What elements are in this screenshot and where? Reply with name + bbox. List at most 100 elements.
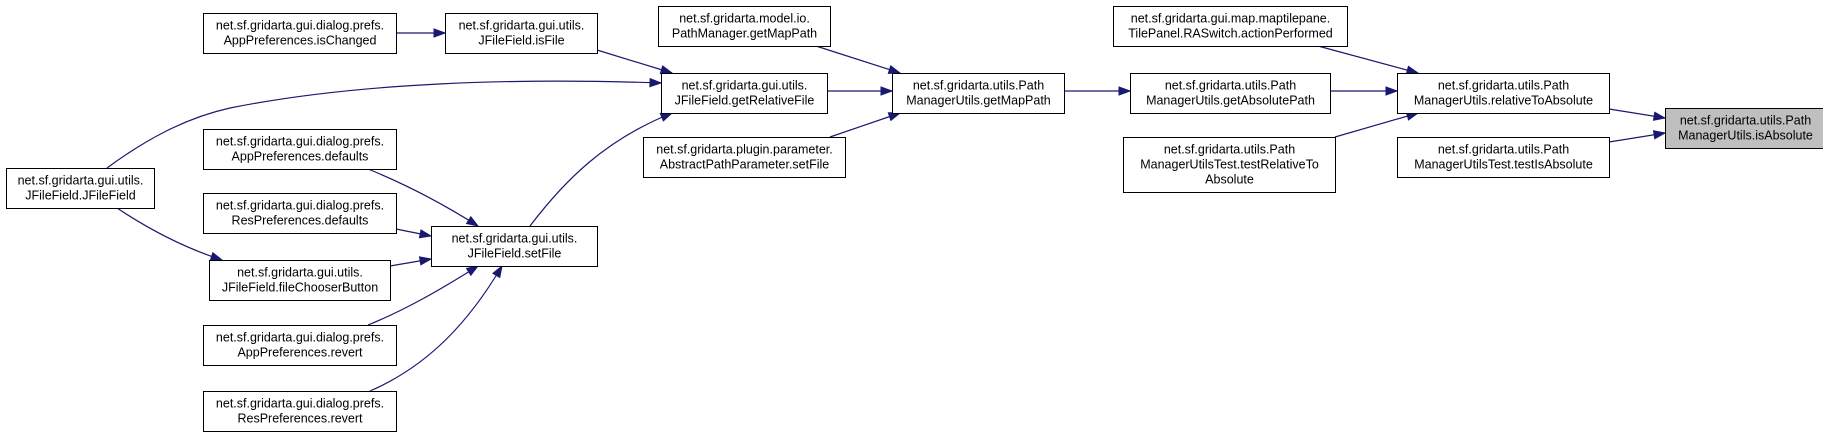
edge-appRevert-to-setFile [367, 265, 480, 326]
node-box [209, 260, 391, 301]
edge-arrowhead [659, 112, 674, 122]
nodes-layer: net.sf.gridarta.utils.PathManagerUtils.i… [6, 6, 1823, 432]
node-label-line: net.sf.gridarta.gui.utils. [237, 266, 363, 280]
edge-arrowhead [1405, 65, 1420, 75]
edge-arrowhead [433, 28, 447, 38]
node-label-line: ManagerUtils.isAbsolute [1678, 129, 1813, 143]
node-box [431, 226, 598, 267]
edge-testIsAbsolute-to-isAbsolute [1608, 130, 1667, 143]
edge-arrowhead [492, 264, 503, 279]
edge-line [106, 80, 662, 169]
node-box [203, 129, 397, 170]
node-label-line: ManagerUtils.relativeToAbsolute [1414, 94, 1593, 108]
node-box [203, 325, 397, 366]
node-label-line: net.sf.gridarta.utils.Path [1438, 79, 1569, 93]
node-pathmanagerutils-getmappath[interactable]: net.sf.gridarta.utils.PathManagerUtils.g… [892, 73, 1065, 114]
node-apppreferences-ischanged[interactable]: net.sf.gridarta.gui.dialog.prefs.AppPref… [203, 13, 397, 54]
edge-arrowhead [880, 86, 894, 96]
edge-line [1334, 112, 1419, 138]
edge-arrowhead [887, 64, 902, 74]
node-box [6, 168, 155, 209]
edge-isFile-to-getRelativeFile [596, 49, 674, 75]
node-pathmanagerutils-relativetoabsolute[interactable]: net.sf.gridarta.utils.PathManagerUtils.r… [1397, 73, 1610, 114]
edge-line [116, 207, 223, 261]
edges-layer [106, 28, 1667, 392]
edge-resRevert-to-setFile [369, 264, 503, 392]
node-box [1665, 108, 1823, 149]
node-label-line: net.sf.gridarta.gui.utils. [18, 174, 144, 188]
edge-isChanged-to-isFile [396, 28, 447, 38]
edge-line [815, 45, 901, 74]
node-box [661, 73, 828, 114]
node-label-line: net.sf.gridarta.gui.utils. [459, 19, 585, 33]
edge-arrowhead [418, 256, 433, 266]
node-label-line: net.sf.gridarta.utils.Path [1165, 79, 1296, 93]
node-label-line: AppPreferences.isChanged [224, 34, 377, 48]
edge-getRelativeFile-to-getMapPath [827, 86, 894, 96]
node-label-line: JFileField.JFileField [25, 189, 135, 203]
node-box [1123, 137, 1336, 193]
node-label-line: Absolute [1205, 173, 1254, 187]
edge-resDefaults-to-setFile [395, 228, 433, 239]
node-label-line: net.sf.gridarta.gui.dialog.prefs. [216, 199, 384, 213]
node-label-line: JFileField.fileChooserButton [222, 281, 378, 295]
node-box [1130, 73, 1331, 114]
edge-arrowhead [649, 77, 663, 88]
edge-line [367, 265, 479, 326]
node-label-line: PathManager.getMapPath [672, 27, 817, 41]
node-jfilefield-filechooserbutton[interactable]: net.sf.gridarta.gui.utils.JFileField.fil… [209, 260, 391, 301]
edge-setFileParam-to-getMapPath [829, 112, 902, 138]
edge-getAbsolutePath-to-relativeToAbsolute [1330, 86, 1399, 96]
node-pathmanagerutils-getabsolutepath[interactable]: net.sf.gridarta.utils.PathManagerUtils.g… [1130, 73, 1331, 114]
edge-arrowhead [418, 229, 433, 239]
node-apppreferences-defaults[interactable]: net.sf.gridarta.gui.dialog.prefs.AppPref… [203, 129, 397, 170]
edge-appDefaults-to-setFile [367, 168, 480, 227]
edge-line [369, 265, 503, 392]
node-label-line: TilePanel.RASwitch.actionPerformed [1128, 27, 1333, 41]
node-abstractpathparameter-setfile[interactable]: net.sf.gridarta.plugin.parameter.Abstrac… [643, 137, 846, 178]
edge-line [1317, 45, 1419, 74]
node-label-line: net.sf.gridarta.utils.Path [1438, 143, 1569, 157]
node-respreferences-defaults[interactable]: net.sf.gridarta.gui.dialog.prefs.ResPref… [203, 193, 397, 234]
node-jfilefield-getrelativefile[interactable]: net.sf.gridarta.gui.utils.JFileField.get… [661, 73, 828, 114]
node-box [445, 13, 598, 54]
node-label-line: ManagerUtilsTest.testRelativeTo [1140, 158, 1319, 172]
edge-arrowhead [1652, 111, 1667, 121]
edge-jFileField-to-getRelativeFile [106, 77, 663, 169]
node-label-line: net.sf.gridarta.gui.map.maptilepane. [1131, 12, 1330, 26]
node-box [1397, 73, 1610, 114]
node-label-line: ManagerUtils.getAbsolutePath [1146, 94, 1315, 108]
node-pathmanager-getmappath[interactable]: net.sf.gridarta.model.io.PathManager.get… [658, 6, 831, 47]
edge-arrowhead [209, 251, 224, 261]
node-label-line: ManagerUtilsTest.testIsAbsolute [1414, 158, 1593, 172]
node-pathmanagerutils-isabsolute[interactable]: net.sf.gridarta.utils.PathManagerUtils.i… [1665, 108, 1823, 149]
node-box [1113, 6, 1348, 47]
node-label-line: net.sf.gridarta.utils.Path [1680, 114, 1811, 128]
edge-fileChooserButton-to-setFile [389, 256, 433, 267]
node-label-line: ResPreferences.revert [237, 412, 363, 426]
node-label-line: net.sf.gridarta.model.io. [679, 12, 810, 26]
node-jfilefield-jfilefield[interactable]: net.sf.gridarta.gui.utils.JFileField.JFi… [6, 168, 155, 209]
node-jfilefield-setfile[interactable]: net.sf.gridarta.gui.utils.JFileField.set… [431, 226, 598, 267]
node-box [892, 73, 1065, 114]
node-label-line: net.sf.gridarta.gui.dialog.prefs. [216, 135, 384, 149]
node-label-line: AppPreferences.defaults [232, 150, 369, 164]
node-box [203, 13, 397, 54]
node-jfilefield-isfile[interactable]: net.sf.gridarta.gui.utils.JFileField.isF… [445, 13, 598, 54]
node-label-line: net.sf.gridarta.utils.Path [913, 79, 1044, 93]
node-pathmanagerutilstest-testrelativetoabsolute[interactable]: net.sf.gridarta.utils.PathManagerUtilsTe… [1123, 137, 1336, 193]
node-respreferences-revert[interactable]: net.sf.gridarta.gui.dialog.prefs.ResPref… [203, 391, 397, 432]
node-label-line: net.sf.gridarta.gui.dialog.prefs. [216, 397, 384, 411]
edge-jFileField-to-fileChooserButton [116, 207, 224, 261]
node-label-line: net.sf.gridarta.gui.utils. [682, 79, 808, 93]
node-box [203, 193, 397, 234]
edge-arrowhead [1652, 130, 1667, 140]
node-label-line: net.sf.gridarta.utils.Path [1164, 143, 1295, 157]
edge-arrowhead [465, 215, 480, 227]
node-apppreferences-revert[interactable]: net.sf.gridarta.gui.dialog.prefs.AppPref… [203, 325, 397, 366]
node-pathmanagerutilstest-testisabsolute[interactable]: net.sf.gridarta.utils.PathManagerUtilsTe… [1397, 137, 1610, 178]
node-tilepanel-raswitch-actionperformed[interactable]: net.sf.gridarta.gui.map.maptilepane.Tile… [1113, 6, 1348, 47]
edge-pmGetMapPath-to-getMapPath [815, 45, 902, 74]
node-box [643, 137, 846, 178]
